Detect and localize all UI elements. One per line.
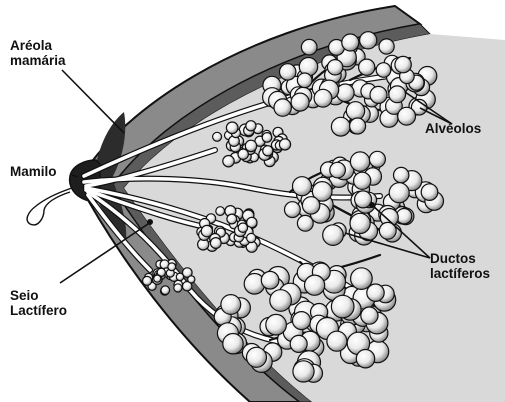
alveolus [161,286,170,295]
alveolus [354,172,371,189]
alveolus [227,214,237,224]
leader-areola [62,70,124,133]
alveolus [394,167,409,182]
alveolus [350,152,369,171]
label-areola-line2: mamária [10,53,66,68]
alveolus [261,271,279,289]
alveolus [279,139,290,150]
alveolus [274,99,291,116]
alveolus [291,93,309,111]
alveolus [290,335,307,352]
alveolus [221,295,241,315]
alveolus [143,276,152,285]
alveolus [238,223,247,232]
alveolus [270,290,292,312]
alveolus [154,275,161,282]
alveolus [297,215,313,231]
alveolus [351,268,373,290]
alveolus [337,84,355,102]
alveolus [350,118,366,134]
alveolus [395,56,411,72]
alveolus [389,183,409,203]
alveolus [247,233,256,242]
alveolus [327,60,342,75]
alveolus [247,347,267,367]
alveolus [285,202,301,218]
alveolus [301,39,317,55]
alveolus [293,361,314,382]
alveolus [370,86,387,103]
alveolus [176,273,183,280]
label-seio-line1: Seio [10,288,39,303]
alveolus [305,275,325,295]
alveolus [297,73,312,88]
alveolus [213,132,222,141]
alveolus [293,177,312,196]
alveolus [226,122,238,134]
alveolus [223,156,234,167]
alveolus [356,350,374,368]
alveolus [331,117,350,136]
alveolus [280,64,296,80]
alveolus [376,63,391,78]
alveolus [210,238,221,249]
alveolus [327,331,347,351]
label-alveolos: Alvéolos [425,121,481,136]
alveolus [369,151,385,167]
label-areola-line1: Aréola [10,38,53,53]
alveolus [188,276,195,283]
alveolus [201,225,212,236]
alveolus [174,284,182,292]
label-ductos-line2: lactíferos [430,266,490,281]
alveolus [421,184,438,201]
label-seio-line2: Lactífero [10,303,67,318]
alveolus [361,307,378,324]
alveolus [360,32,377,49]
alveolus [323,225,344,246]
label-mamilo: Mamilo [10,164,57,179]
alveolus [330,162,346,178]
alveolus [331,295,354,318]
alveolus [346,102,364,120]
alveolus [359,59,375,75]
alveolus [216,207,225,216]
alveolus [379,39,394,54]
alveolus [168,263,176,271]
alveolus [293,312,311,330]
alveolus [350,213,370,233]
alveolus [223,334,243,354]
alveolus [389,86,406,103]
alveolus [314,89,332,107]
milk-droplet [27,188,72,225]
alveolus [342,34,359,51]
alveolus [266,314,287,335]
alveolus [263,146,273,156]
alveolus [245,140,256,151]
alveolus [246,121,256,131]
alveolus [398,107,416,125]
alveolus [262,133,272,143]
label-ductos-line1: Ductos [430,251,476,266]
alveolus [302,197,319,214]
